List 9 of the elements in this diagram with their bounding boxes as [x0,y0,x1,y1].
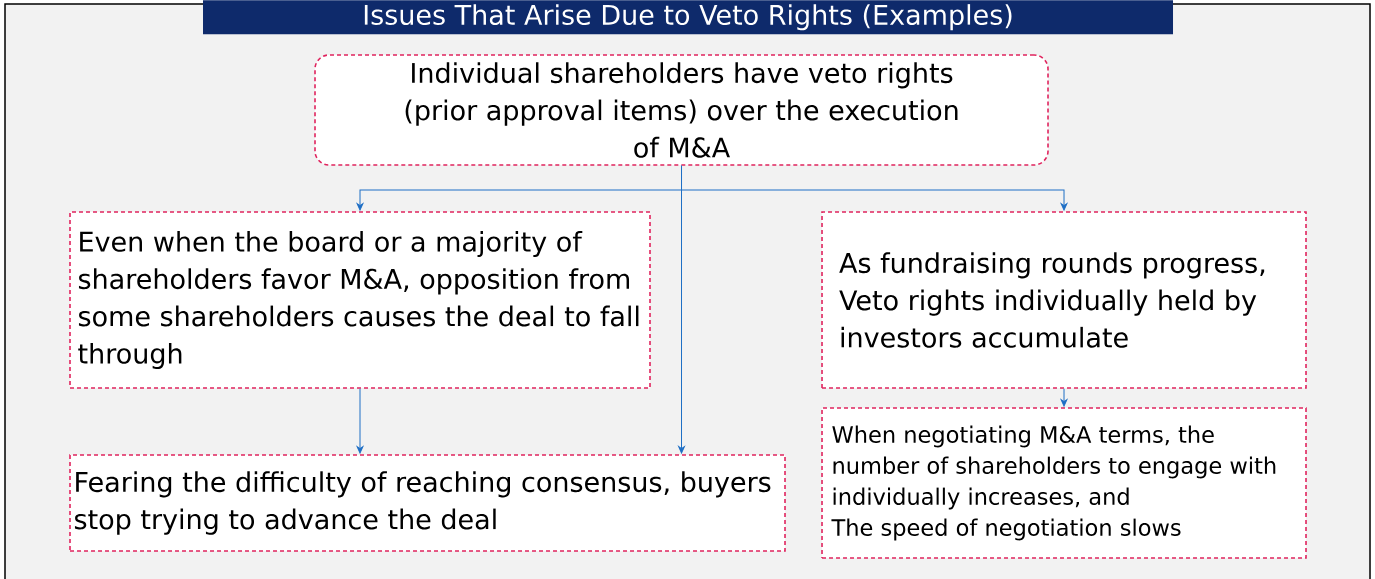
statement-box: Even when the board or a majority of shareholders favor M&A, opposition from some shareholders causes the deal to fall through [69,211,651,389]
arrow [1060,388,1068,407]
statement-box: Fearing the difficulty of reaching consensus, buyers stop trying to advance the deal [69,454,786,552]
statement-box: Individual shareholders have veto rights (prior approval items) over the execution of M&A [314,54,1049,166]
title-banner: Issues That Arise Due to Veto Rights (Examples) [203,0,1173,35]
arrow [356,388,364,454]
statement-box: As fundraising rounds progress, Veto rights individually held by investors accumulate [821,211,1307,389]
statement-box: When negotiating M&A terms, the number of shareholders to engage with individually increases, and The speed of negotiation slows [821,407,1307,559]
arrow [678,165,685,454]
